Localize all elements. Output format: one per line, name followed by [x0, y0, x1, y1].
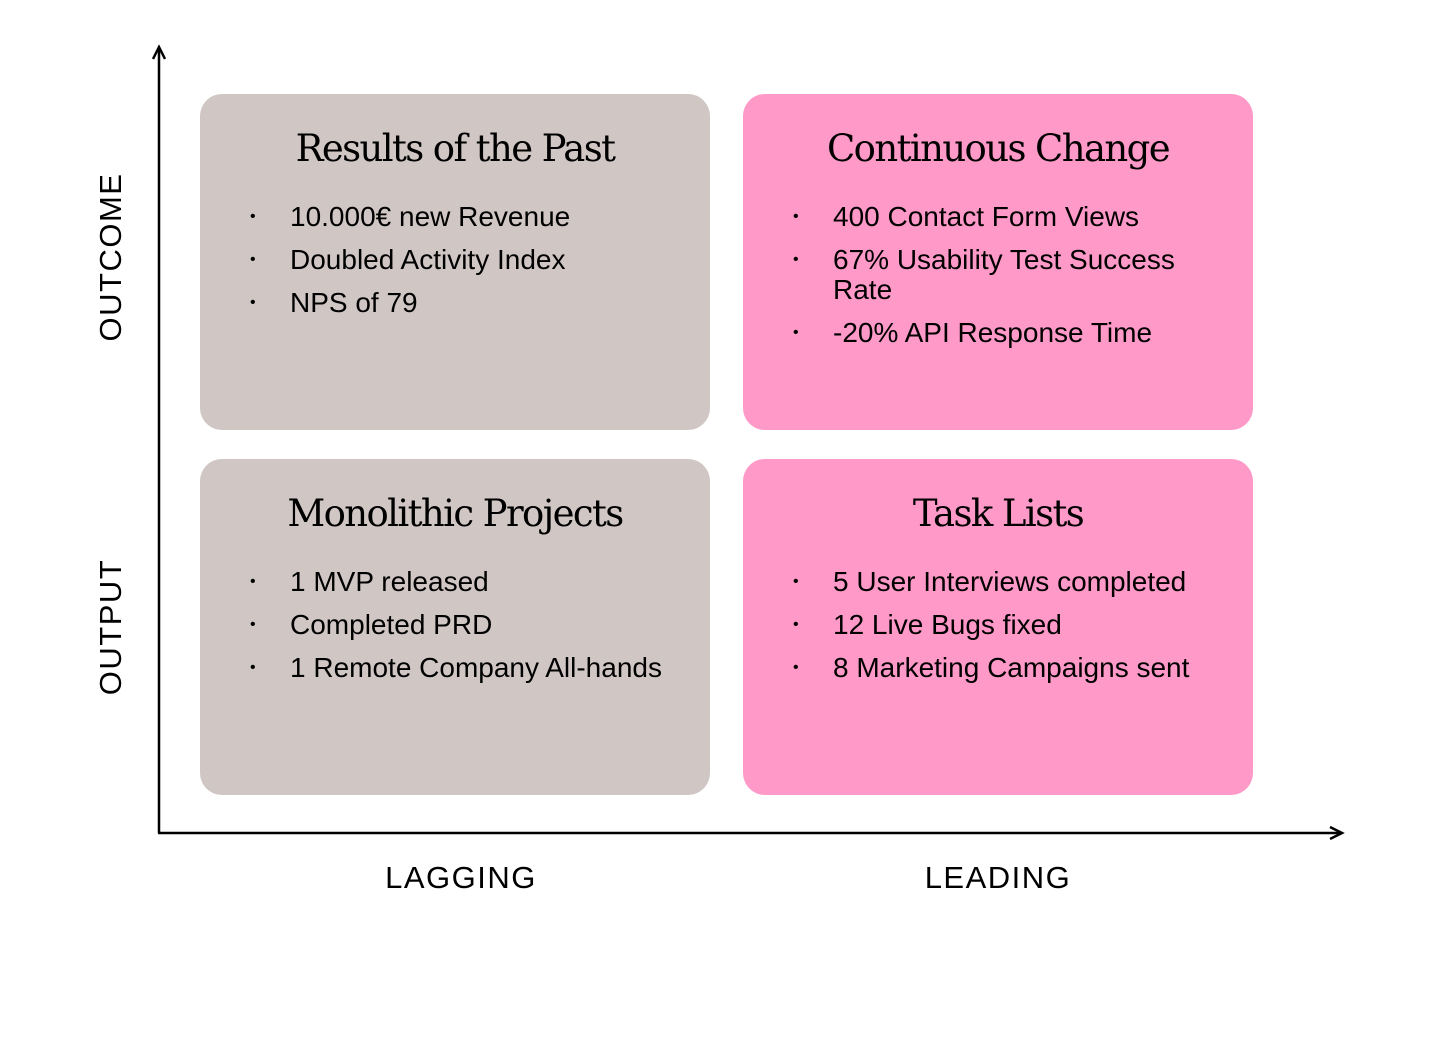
- bullet-icon: •: [250, 616, 256, 633]
- bullet-icon: •: [250, 251, 256, 268]
- quadrant-title: Continuous Change: [826, 127, 1171, 170]
- quadrant-list-item: • 5 User Interviews completed: [743, 567, 1213, 597]
- bullet-icon: •: [793, 324, 799, 341]
- bullet-icon: •: [793, 659, 799, 676]
- quadrant-list-item: • 1 MVP released: [200, 567, 670, 597]
- quadrant-list-item: • 1 Remote Company All-hands: [200, 653, 670, 683]
- quadrant-results-of-the-past: Results of the Past • 10.000€ new Revenue…: [200, 94, 710, 430]
- y-axis-label-output: OUTPUT: [93, 558, 128, 696]
- bullet-icon: •: [250, 294, 256, 311]
- list-item-text: 10.000€ new Revenue: [290, 201, 571, 232]
- quadrant-item-list: • 1 MVP released • Completed PRD • 1 Remote C…: [200, 567, 670, 683]
- list-item-text: Completed PRD: [290, 609, 493, 640]
- quadrant-item-list: • 400 Contact Form Views • 67% Usability Te…: [743, 202, 1213, 348]
- quadrant-list-item: • Doubled Activity Index: [200, 245, 670, 275]
- quadrant-list-item: • -20% API Response Time: [743, 318, 1213, 348]
- list-item-text: 67% Usability Test Success Rate: [833, 244, 1175, 305]
- quadrant-continuous-change: Continuous Change • 400 Contact Form View…: [743, 94, 1253, 430]
- quadrant-list-item: • Completed PRD: [200, 610, 670, 640]
- x-axis-label-leading: LEADING: [924, 860, 1072, 895]
- quadrant-list-item: • 400 Contact Form Views: [743, 202, 1213, 232]
- list-item-text: -20% API Response Time: [833, 317, 1153, 348]
- bullet-icon: •: [793, 573, 799, 590]
- list-item-text: 8 Marketing Campaigns sent: [833, 652, 1190, 683]
- quadrant-title: Results of the Past: [295, 127, 616, 170]
- y-axis-label-outcome: OUTCOME: [93, 172, 128, 342]
- bullet-icon: •: [250, 573, 256, 590]
- x-axis-arrowhead: [1329, 825, 1345, 841]
- y-axis-arrowhead: [151, 44, 167, 60]
- quadrant-item-list: • 5 User Interviews completed • 12 Live Bug…: [743, 567, 1213, 683]
- list-item-text: NPS of 79: [290, 287, 418, 318]
- bullet-icon: •: [250, 659, 256, 676]
- quadrant-title: Monolithic Projects: [287, 492, 624, 535]
- list-item-text: 400 Contact Form Views: [833, 201, 1140, 232]
- list-item-text: 1 MVP released: [290, 566, 489, 597]
- list-item-text: 5 User Interviews completed: [833, 566, 1187, 597]
- quadrant-title: Task Lists: [912, 492, 1085, 535]
- list-item-text: Doubled Activity Index: [290, 244, 566, 275]
- quadrant-monolithic-projects: Monolithic Projects • 1 MVP released • Comp…: [200, 459, 710, 795]
- bullet-icon: •: [250, 208, 256, 225]
- quadrant-list-item: • 67% Usability Test Success Rate: [743, 245, 1213, 305]
- list-item-text: 1 Remote Company All-hands: [290, 652, 662, 683]
- quadrant-list-item: • 8 Marketing Campaigns sent: [743, 653, 1213, 683]
- bullet-icon: •: [793, 616, 799, 633]
- list-item-text: 12 Live Bugs fixed: [833, 609, 1062, 640]
- quadrant-list-item: • 10.000€ new Revenue: [200, 202, 670, 232]
- quadrant-task-lists: Task Lists •5 User Interviews completed•…: [743, 459, 1253, 795]
- bullet-icon: •: [793, 251, 799, 268]
- quadrant-item-list: • 10.000€ new Revenue • Doubled Activity In…: [200, 202, 670, 318]
- quadrant-list-item: • 12 Live Bugs fixed: [743, 610, 1213, 640]
- bullet-icon: •: [793, 208, 799, 225]
- x-axis-label-lagging: LAGGING: [385, 860, 537, 895]
- quadrant-list-item: • NPS of 79: [200, 288, 670, 318]
